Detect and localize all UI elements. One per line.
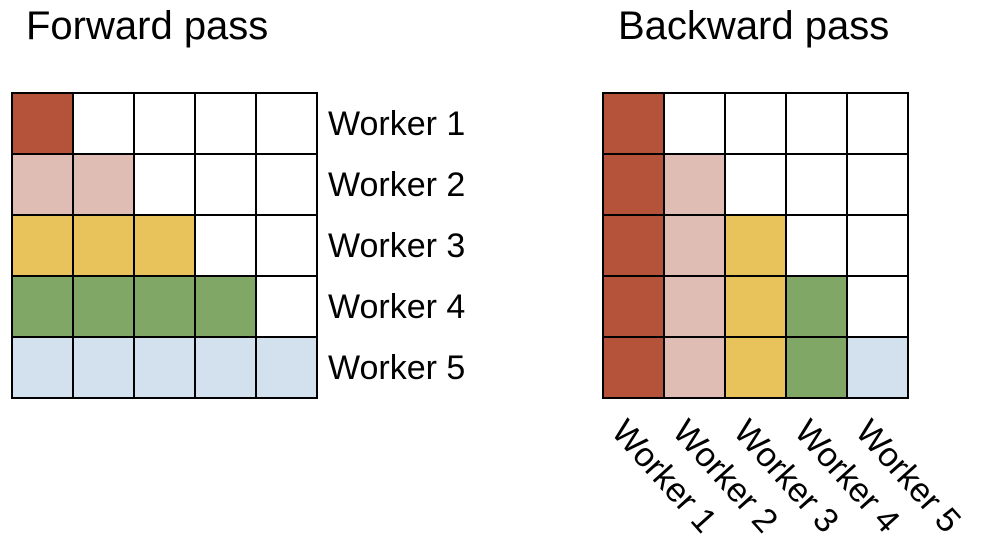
backward-pass-grid <box>602 92 909 399</box>
forward-pass-title: Forward pass <box>26 4 269 48</box>
forward-cell-r3-c4 <box>196 216 257 277</box>
forward-cell-r2-c5 <box>257 155 318 216</box>
forward-cell-r1-c1 <box>13 94 74 155</box>
forward-row-label-worker-3: Worker 3 <box>328 227 466 265</box>
backward-cell-r2-c2 <box>665 155 726 216</box>
forward-cell-r3-c1 <box>13 216 74 277</box>
forward-cell-r1-c3 <box>135 94 196 155</box>
forward-cell-r3-c5 <box>257 216 318 277</box>
backward-cell-r5-c1 <box>604 338 665 399</box>
forward-cell-r5-c5 <box>257 338 318 399</box>
forward-cell-r2-c3 <box>135 155 196 216</box>
forward-row-label-worker-4: Worker 4 <box>328 288 466 326</box>
forward-cell-r5-c2 <box>74 338 135 399</box>
forward-row-label-worker-1: Worker 1 <box>328 105 466 143</box>
forward-cell-r4-c1 <box>13 277 74 338</box>
forward-cell-r1-c2 <box>74 94 135 155</box>
backward-cell-r2-c1 <box>604 155 665 216</box>
backward-cell-r3-c1 <box>604 216 665 277</box>
backward-cell-r5-c2 <box>665 338 726 399</box>
backward-cell-r3-c4 <box>787 216 848 277</box>
forward-cell-r2-c1 <box>13 155 74 216</box>
forward-pass-grid <box>11 92 318 399</box>
forward-row-label-worker-2: Worker 2 <box>328 166 466 204</box>
forward-cell-r3-c2 <box>74 216 135 277</box>
forward-cell-r5-c1 <box>13 338 74 399</box>
forward-cell-r4-c3 <box>135 277 196 338</box>
backward-cell-r2-c5 <box>848 155 909 216</box>
forward-cell-r5-c3 <box>135 338 196 399</box>
backward-cell-r4-c1 <box>604 277 665 338</box>
backward-cell-r5-c5 <box>848 338 909 399</box>
backward-cell-r1-c2 <box>665 94 726 155</box>
backward-cell-r3-c3 <box>726 216 787 277</box>
backward-cell-r3-c2 <box>665 216 726 277</box>
forward-cell-r2-c2 <box>74 155 135 216</box>
backward-cell-r2-c3 <box>726 155 787 216</box>
forward-cell-r1-c4 <box>196 94 257 155</box>
forward-cell-r3-c3 <box>135 216 196 277</box>
forward-cell-r4-c2 <box>74 277 135 338</box>
forward-cell-r4-c5 <box>257 277 318 338</box>
backward-cell-r1-c4 <box>787 94 848 155</box>
backward-cell-r5-c3 <box>726 338 787 399</box>
backward-pass-title: Backward pass <box>618 4 890 48</box>
backward-cell-r4-c2 <box>665 277 726 338</box>
backward-cell-r1-c1 <box>604 94 665 155</box>
forward-cell-r2-c4 <box>196 155 257 216</box>
backward-cell-r3-c5 <box>848 216 909 277</box>
backward-cell-r4-c3 <box>726 277 787 338</box>
backward-cell-r5-c4 <box>787 338 848 399</box>
backward-cell-r1-c5 <box>848 94 909 155</box>
forward-row-label-worker-5: Worker 5 <box>328 349 466 387</box>
forward-cell-r1-c5 <box>257 94 318 155</box>
backward-cell-r1-c3 <box>726 94 787 155</box>
forward-cell-r5-c4 <box>196 338 257 399</box>
backward-cell-r4-c5 <box>848 277 909 338</box>
forward-cell-r4-c4 <box>196 277 257 338</box>
backward-cell-r4-c4 <box>787 277 848 338</box>
backward-cell-r2-c4 <box>787 155 848 216</box>
